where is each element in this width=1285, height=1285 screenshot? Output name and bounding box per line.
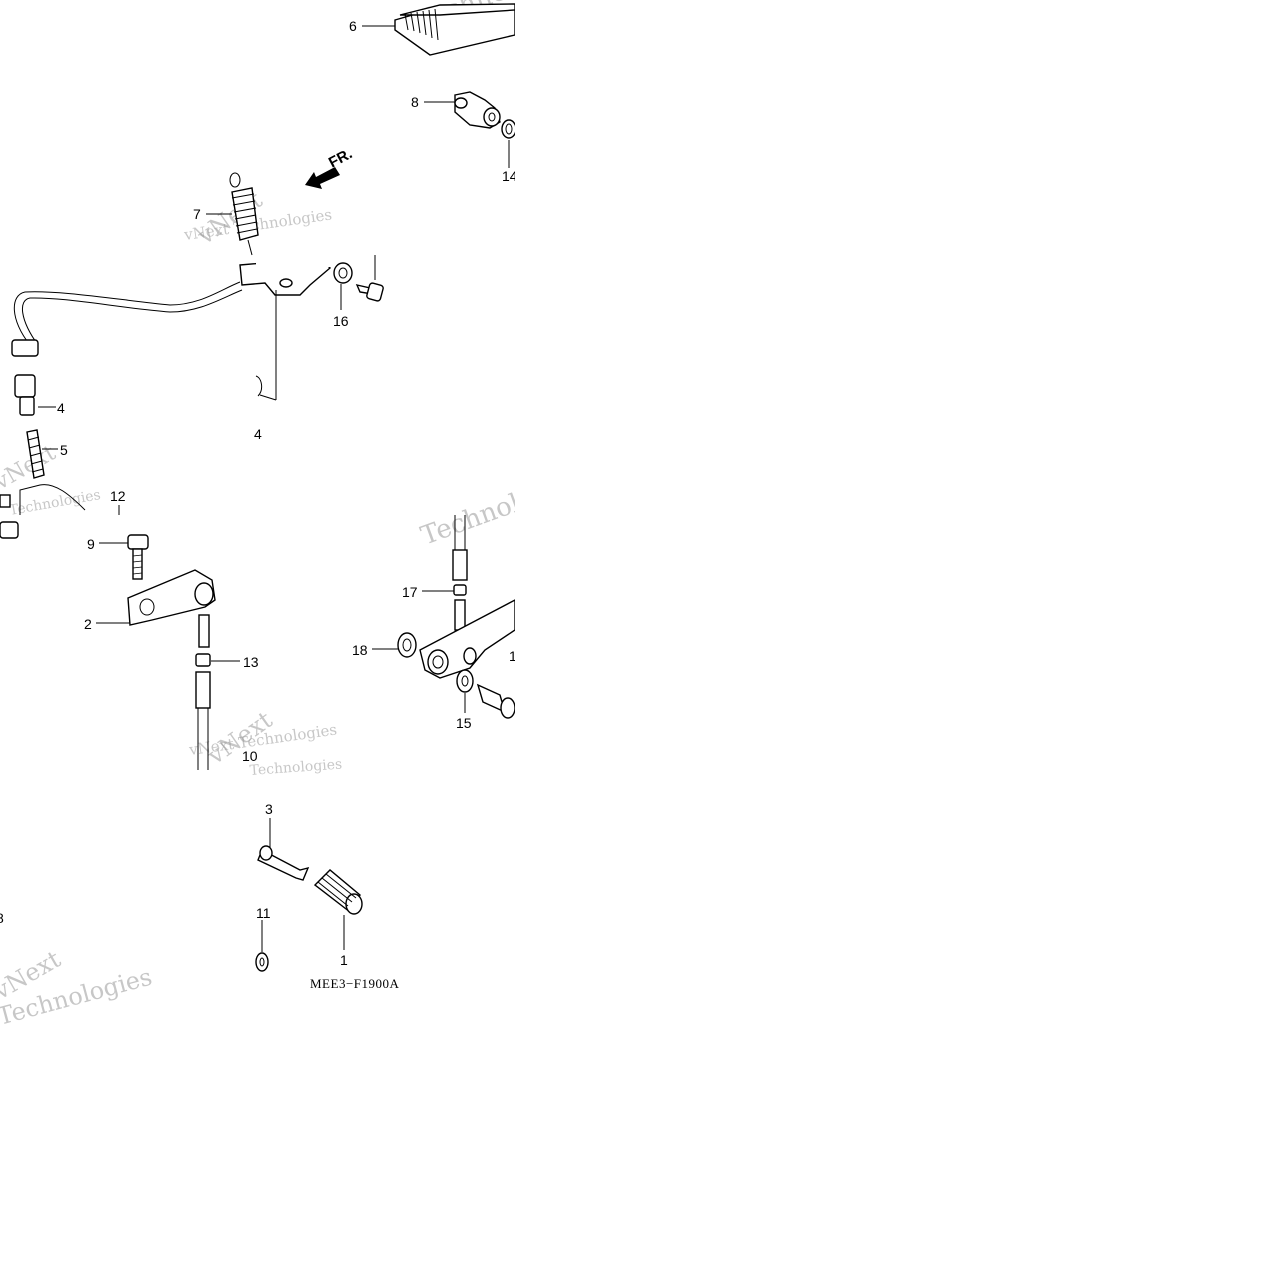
leader-lines: [38, 25, 510, 952]
part-10-cable: [11, 281, 243, 416]
part-7-return-spring: [229, 172, 259, 256]
part-3-pin: [257, 845, 310, 881]
part-5-spring: [26, 429, 45, 479]
callout-1-partial: 1: [509, 648, 517, 664]
callout-12: 12: [110, 488, 126, 504]
callout-8-partial: 8: [0, 910, 4, 926]
blank-area-right: [515, 0, 1285, 1285]
callout-1: 1: [340, 952, 348, 968]
part-right-rod: [452, 515, 468, 581]
part-9-bolt: [127, 534, 149, 580]
callout-8: 8: [411, 94, 419, 110]
diagram-code: MEE3−F1900A: [310, 976, 400, 991]
blank-area-bottom: [0, 1035, 515, 1285]
callout-14-partial: 14: [502, 168, 518, 184]
part-11-washer: [255, 952, 269, 972]
front-direction-arrow: FR.: [305, 145, 355, 189]
callout-17: 17: [402, 584, 418, 600]
part-17-nut: [453, 584, 467, 631]
callout-4: 4: [57, 400, 65, 416]
callout-11-partial: 11: [256, 905, 271, 921]
part-left-partial: [0, 484, 86, 539]
callout-13: 13: [243, 654, 259, 670]
callout-15: 15: [456, 715, 472, 731]
watermark-text: Technologies: [249, 757, 343, 779]
part-1-foot-peg: [313, 869, 363, 915]
part-14-washer-upper: [501, 119, 517, 139]
watermark-text: Technologies: [8, 487, 102, 519]
callout-16: 16: [333, 313, 349, 329]
callout-4-partial: 4: [254, 426, 262, 442]
part-16-washer: [333, 262, 353, 284]
pivot-bolt-right: [476, 683, 516, 719]
part-18-washer: [397, 632, 417, 658]
callout-18: 18: [352, 642, 368, 658]
callout-6: 6: [349, 18, 357, 34]
callout-labels: 6 8 14 7 16 4 4 5 12 9 2 13 17 18 1 15 1…: [0, 18, 518, 968]
callout-9: 9: [87, 536, 95, 552]
callout-10: 10: [242, 748, 258, 764]
part-8-pivot-collar: [454, 91, 501, 129]
part-15-washer: [456, 669, 474, 693]
part-2-shift-arm: [127, 569, 216, 626]
direction-label: FR.: [326, 145, 355, 171]
right-lever: [419, 598, 516, 679]
callout-7: 7: [193, 206, 201, 222]
callout-5: 5: [60, 442, 68, 458]
callout-3: 3: [265, 801, 273, 817]
bracket-assembly: [239, 255, 336, 401]
part-13-rod-nut: [195, 614, 211, 770]
part-6-foot-rubber: [394, 3, 516, 56]
bolt-upper: [355, 255, 384, 302]
callout-2: 2: [84, 616, 92, 632]
